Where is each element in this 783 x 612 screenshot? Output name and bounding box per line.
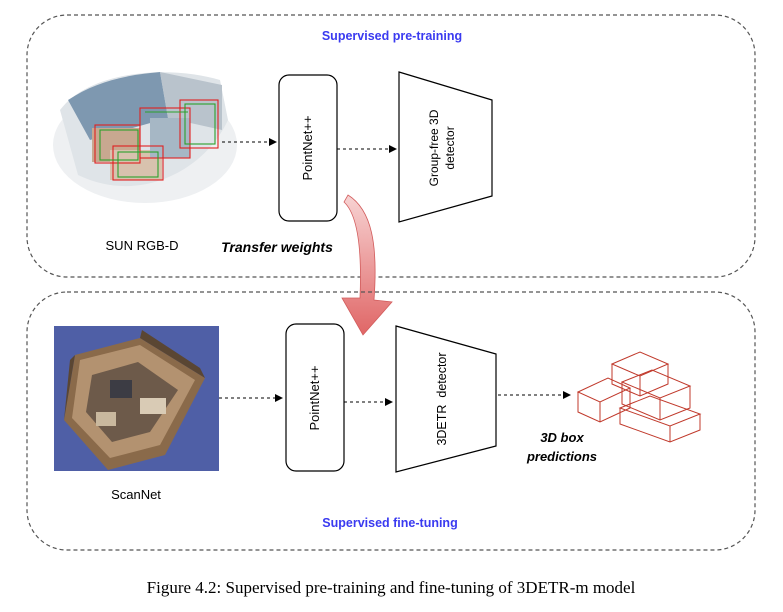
3detr-detector-block [395, 325, 497, 473]
3d-box-predictions-label-line2: predictions [526, 449, 597, 464]
group-free-detector-block [398, 71, 493, 223]
pointnet-label-top: PointNet++ [300, 115, 315, 180]
group-free-detector-label-line2: detector [443, 126, 457, 169]
3d-box-predictions-label-line1: 3D box [540, 430, 584, 445]
3detr-detector-label: 3DETR detector [435, 352, 449, 445]
sun-rgbd-pointcloud-image [53, 72, 237, 203]
pointnet-box-top [278, 74, 338, 222]
finetuning-title: Supervised fine-tuning [322, 516, 457, 530]
pointnet-box-bottom [285, 323, 345, 472]
transfer-weights-arrow [341, 194, 393, 336]
transfer-weights-label: Transfer weights [221, 239, 333, 255]
scannet-scene-image [54, 326, 219, 471]
pretraining-title: Supervised pre-training [322, 29, 462, 43]
sun-rgbd-label: SUN RGB-D [106, 238, 179, 253]
figure-caption: Figure 4.2: Supervised pre-training and … [147, 578, 636, 597]
finetuning-panel [26, 291, 756, 551]
3d-box-predictions-graphic [576, 351, 702, 443]
scannet-label: ScanNet [111, 487, 161, 502]
pointnet-label-bottom: PointNet++ [307, 365, 322, 430]
pretraining-panel [26, 14, 756, 278]
group-free-detector-label-line1: Group-free 3D [427, 109, 441, 186]
